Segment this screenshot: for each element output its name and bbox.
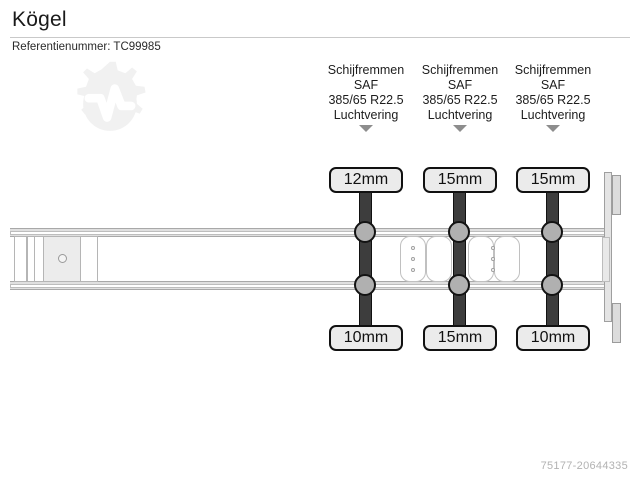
axle-3-suspension: Luchtvering xyxy=(520,108,586,122)
bracket-bolt xyxy=(411,246,415,250)
axle-2-down-arrow-icon xyxy=(453,125,467,132)
axle-1-tyre-size: 385/65 R22.5 xyxy=(328,93,404,107)
axle-2-bar xyxy=(453,188,466,328)
axle-3-wheel-top xyxy=(541,221,563,243)
gear-pulse-watermark-icon xyxy=(62,56,158,152)
axle-2-tyre-size: 385/65 R22.5 xyxy=(422,93,498,107)
axle-1-brake-type: Schijfremmen xyxy=(327,63,405,77)
page-header: Kögel Referentienummer: TC99985 xyxy=(0,0,640,53)
axle-1-tread-top-plate[interactable]: 12mm xyxy=(329,167,403,193)
axle-3-tyre-size: 385/65 R22.5 xyxy=(515,93,591,107)
bracket-bolt xyxy=(491,257,495,261)
asset-id-label: 75177-20644335 xyxy=(540,460,628,472)
axle-3-tread-top-plate[interactable]: 15mm xyxy=(516,167,590,193)
front-edge-beam xyxy=(14,236,27,282)
header-divider xyxy=(10,37,630,38)
rear-upper-tab xyxy=(612,175,621,215)
axle-3-brake-type: Schijfremmen xyxy=(514,63,592,77)
kingpin-icon xyxy=(58,254,67,263)
axle-3-bar xyxy=(546,188,559,328)
axle-1-down-arrow-icon xyxy=(359,125,373,132)
axle-1-wheel-top xyxy=(354,221,376,243)
suspension-bracket-right-2 xyxy=(494,236,520,282)
axle-2-suspension: Luchtvering xyxy=(427,108,493,122)
reference-number-line: Referentienummer: TC99985 xyxy=(12,41,161,53)
axle-1-spec-block: Schijfremmen SAF 385/65 R22.5 Luchtverin… xyxy=(318,63,414,132)
rear-web-plate xyxy=(602,237,610,282)
axle-3-down-arrow-icon xyxy=(546,125,560,132)
axle-2-wheel-top xyxy=(448,221,470,243)
chassis-top-rail-web xyxy=(10,231,610,235)
axle-2-brake-type: Schijfremmen xyxy=(421,63,499,77)
axle-3-wheel-bottom xyxy=(541,274,563,296)
chassis-bottom-rail-web xyxy=(10,284,610,288)
axle-1-wheel-bottom xyxy=(354,274,376,296)
axle-2-tread-bottom-plate[interactable]: 15mm xyxy=(423,325,497,351)
axle-2-spec-block: Schijfremmen SAF 385/65 R22.5 Luchtverin… xyxy=(412,63,508,132)
bracket-bolt xyxy=(491,268,495,272)
suspension-bracket-left-2 xyxy=(468,236,494,282)
bracket-bolt xyxy=(411,257,415,261)
axle-2-wheel-bottom xyxy=(448,274,470,296)
axle-2-brand: SAF xyxy=(447,78,473,92)
axle-1-bar xyxy=(359,188,372,328)
axle-1-suspension: Luchtvering xyxy=(333,108,399,122)
axle-3-brand: SAF xyxy=(540,78,566,92)
bracket-bolt xyxy=(491,246,495,250)
axle-1-brand: SAF xyxy=(353,78,379,92)
bracket-bolt xyxy=(411,268,415,272)
page-title: Kögel xyxy=(12,8,67,31)
axle-3-tread-bottom-plate[interactable]: 10mm xyxy=(516,325,590,351)
axle-3-spec-block: Schijfremmen SAF 385/65 R22.5 Luchtverin… xyxy=(505,63,601,132)
suspension-bracket-right-1 xyxy=(426,236,452,282)
front-second-beam xyxy=(27,236,35,282)
rear-lower-tab xyxy=(612,303,621,343)
axle-1-tread-bottom-plate[interactable]: 10mm xyxy=(329,325,403,351)
axle-2-tread-top-plate[interactable]: 15mm xyxy=(423,167,497,193)
